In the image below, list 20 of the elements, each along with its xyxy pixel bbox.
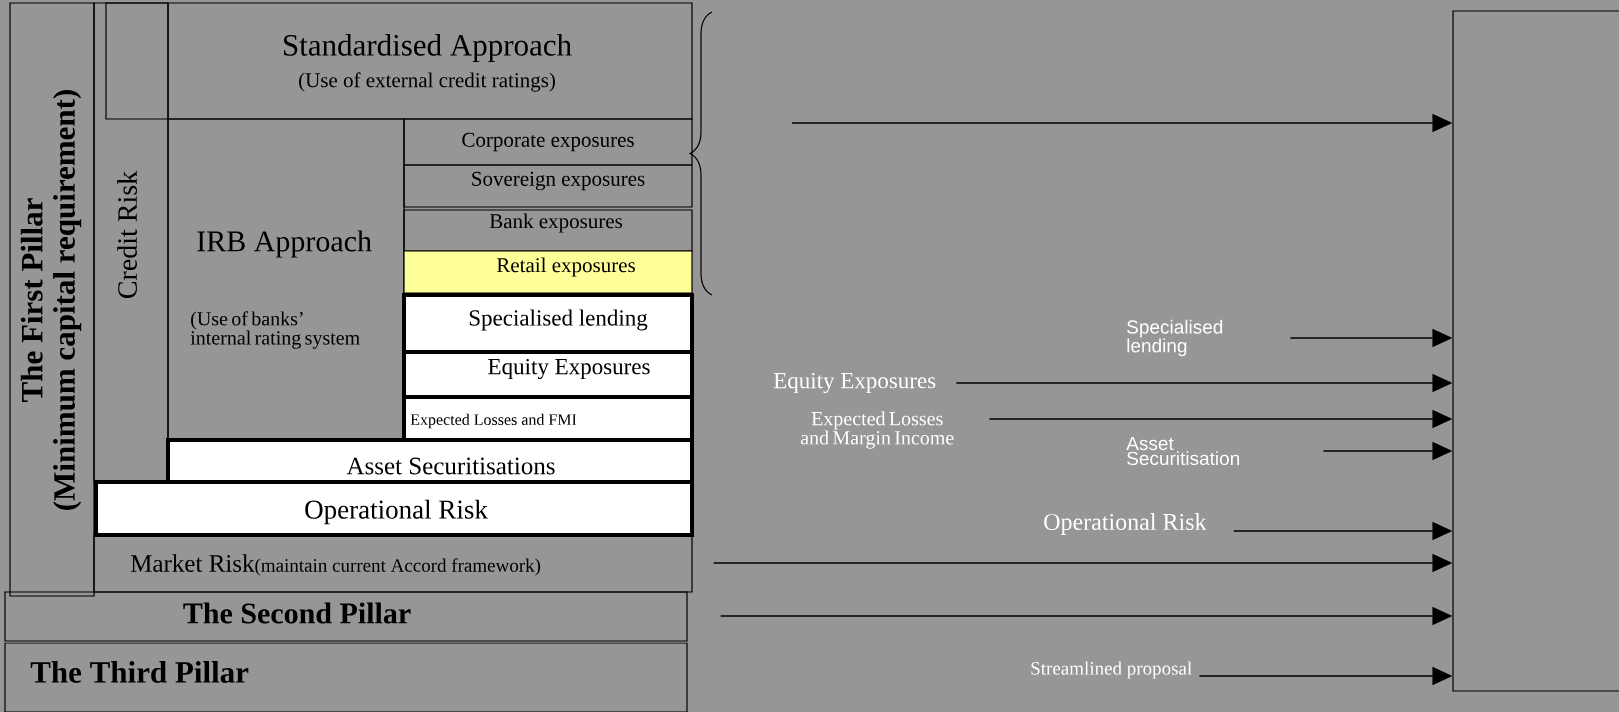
risk-box: Credit Risk: [93, 2, 169, 482]
exposure-box: Specialised lending: [402, 293, 694, 354]
arrow-label: Equity Exposures: [773, 372, 936, 394]
arrow-label: Expected Losses and Margin Income: [800, 411, 954, 449]
arrow-label: Asset Securitisation: [1126, 436, 1239, 466]
exposure-box: Sovereign exposures: [403, 164, 693, 208]
exposure-box: Equity Exposures: [402, 350, 694, 399]
risk-box: Operational Risk: [94, 480, 694, 537]
approach-box: Standardised Approach (Use of external credit ratings): [105, 2, 693, 120]
pillar-box: The Second Pillar: [4, 591, 688, 642]
risk-box: Asset Securitisations: [166, 438, 694, 484]
exposure-box: Retail exposures: [403, 250, 693, 294]
arrow-label: Streamlined proposal: [1031, 661, 1192, 679]
pillar-box: The Third Pillar: [4, 642, 688, 712]
arrow-label: Specialised lending: [1127, 319, 1223, 357]
target-box: [1452, 10, 1619, 692]
exposure-box: Expected Losses and FMI: [402, 395, 694, 442]
arrow-label: Operational Risk: [1044, 513, 1207, 535]
pillar-box: The First Pillar (Minimum capital requirement): [9, 2, 95, 597]
exposure-box: Corporate exposures: [403, 118, 693, 166]
